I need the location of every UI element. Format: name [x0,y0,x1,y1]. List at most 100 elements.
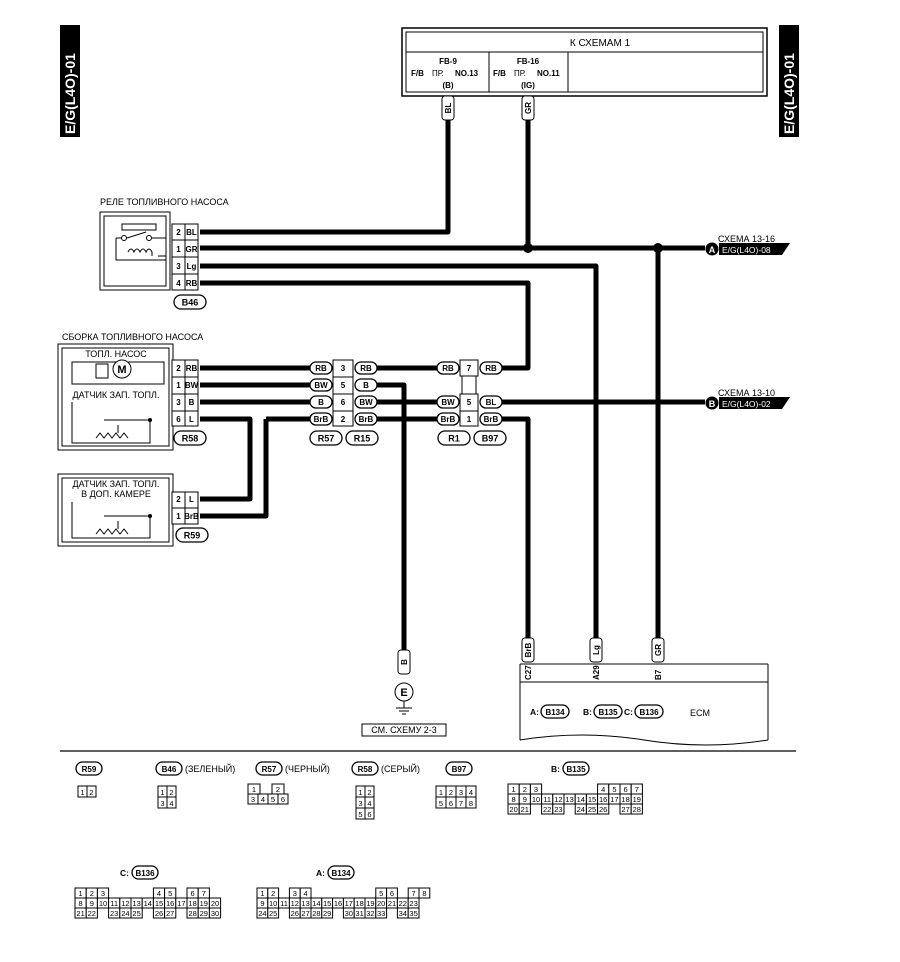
legend-pin: 6 [449,799,453,808]
svg-text:ДАТЧИК ЗАП. ТОПЛ.: ДАТЧИК ЗАП. ТОПЛ. [73,479,160,489]
legend-pin: 10 [532,795,540,804]
legend-pin: 20 [509,805,517,814]
r1-wire-color: BW [441,398,455,407]
legend-pin: 22 [88,909,96,918]
sub-pin-number: 2 [176,495,181,504]
legend-pin: 28 [633,805,641,814]
pump-pin-number: 6 [176,415,181,424]
connector-r58: R58 [182,434,199,444]
ecm-conn-b135: B135 [598,708,618,717]
legend-pin: 4 [304,889,308,898]
legend-pin: 6 [367,810,371,819]
legend-pin: 30 [345,909,353,918]
svg-text:NO.13: NO.13 [455,69,479,78]
legend-pin: 1 [79,889,83,898]
svg-text:ДАТЧИК ЗАП. ТОПЛ.: ДАТЧИК ЗАП. ТОПЛ. [73,390,160,400]
top-box-title: К СХЕМАМ 1 [570,38,631,49]
wire-tag-gr: GR [524,102,533,114]
wire-tag-brb: BrB [524,642,533,657]
r57-wire-color: RB [315,364,327,373]
legend-b134-prefix: A: [316,868,325,878]
legend-pin: 11 [543,795,551,804]
legend-pin: 15 [323,899,331,908]
svg-text:B: B [709,399,716,409]
legend-pin: 8 [512,795,516,804]
pump-assy-title: СБОРКА ТОПЛИВНОГО НАСОСА [62,332,203,342]
connector-r15: R15 [354,434,371,444]
legend-pin: 14 [144,899,152,908]
r1-pin-number: 7 [467,364,472,373]
legend-pin: 5 [358,810,362,819]
legend-pin: 9 [260,899,264,908]
legend-pin: 18 [188,899,196,908]
motor-label: M [117,364,126,376]
ecm-conn-prefix: C: [624,707,633,717]
legend-pin: 6 [281,795,285,804]
legend-pin: 17 [177,899,185,908]
legend-pin: 27 [166,909,174,918]
pump-pin-color: BW [185,381,199,390]
legend-pin: 2 [367,788,371,797]
legend-pin: 3 [358,799,362,808]
legend-pin: 28 [188,909,196,918]
legend-pin: 29 [200,909,208,918]
wires [200,96,705,652]
svg-text:NO.11: NO.11 [537,69,560,78]
ecm-conn-prefix: A: [530,707,539,717]
r57-pin-number: 5 [341,381,346,390]
legend-pin: 33 [377,909,385,918]
legend-pin: 24 [258,909,266,918]
svg-text:A: A [709,245,716,255]
svg-text:(B): (B) [442,81,453,90]
ecm-label: ECM [690,708,710,718]
legend-pin: 2 [169,788,173,797]
legend-pin: 15 [588,795,596,804]
legend-pin: 22 [543,805,551,814]
fuse2-id: FB-16 [517,57,540,66]
side-tag-left: E/G(L4O)-01 [60,25,80,137]
r15-wire-color: B [363,381,369,390]
legend-pin: 13 [132,899,140,908]
legend-pin: 3 [293,889,297,898]
legend-pin: 8 [422,889,426,898]
legend-pin: 16 [166,899,174,908]
pump-pin-number: 3 [176,398,181,407]
legend-pin: 2 [90,889,94,898]
legend-pin: 16 [334,899,342,908]
legend-pin: 5 [168,889,172,898]
legend-pin: 13 [301,899,309,908]
legend-pin: 11 [280,899,288,908]
wire-tag-gr2: GR [654,644,663,656]
ecm-pin: C27 [524,665,533,680]
ecm-conn-b136: B136 [639,708,659,717]
legend-pin: 12 [554,795,562,804]
legend-r57: R57 [262,765,277,774]
legend-pin: 30 [211,909,219,918]
legend-pin: 6 [624,785,628,794]
ecm-pin: B7 [654,669,663,680]
legend-pin: 21 [388,899,396,908]
svg-text:ТОПЛ. НАСОС: ТОПЛ. НАСОС [85,349,147,359]
ground-letter: E [400,687,407,699]
legend-pin: 4 [261,795,265,804]
legend-pin: 16 [599,795,607,804]
connector-b97: B97 [482,434,499,444]
relay-pin-number: 2 [176,228,181,237]
legend-pin: 20 [211,899,219,908]
legend-pin: 13 [565,795,573,804]
relay-title: РЕЛЕ ТОПЛИВНОГО НАСОСА [100,197,229,207]
side-tag-right: E/G(L4O)-01 [779,25,799,137]
legend-pin: 19 [633,795,641,804]
legend-pin: 9 [90,899,94,908]
legend-pin: 3 [101,889,105,898]
legend-pin: 11 [110,899,118,908]
legend-pin: 26 [291,909,299,918]
legend-pin: 1 [358,788,362,797]
r57-pin-number: 6 [341,398,346,407]
legend-pin: 19 [200,899,208,908]
wire-tag-b: B [400,659,409,665]
ecm-pin: A29 [592,665,601,680]
